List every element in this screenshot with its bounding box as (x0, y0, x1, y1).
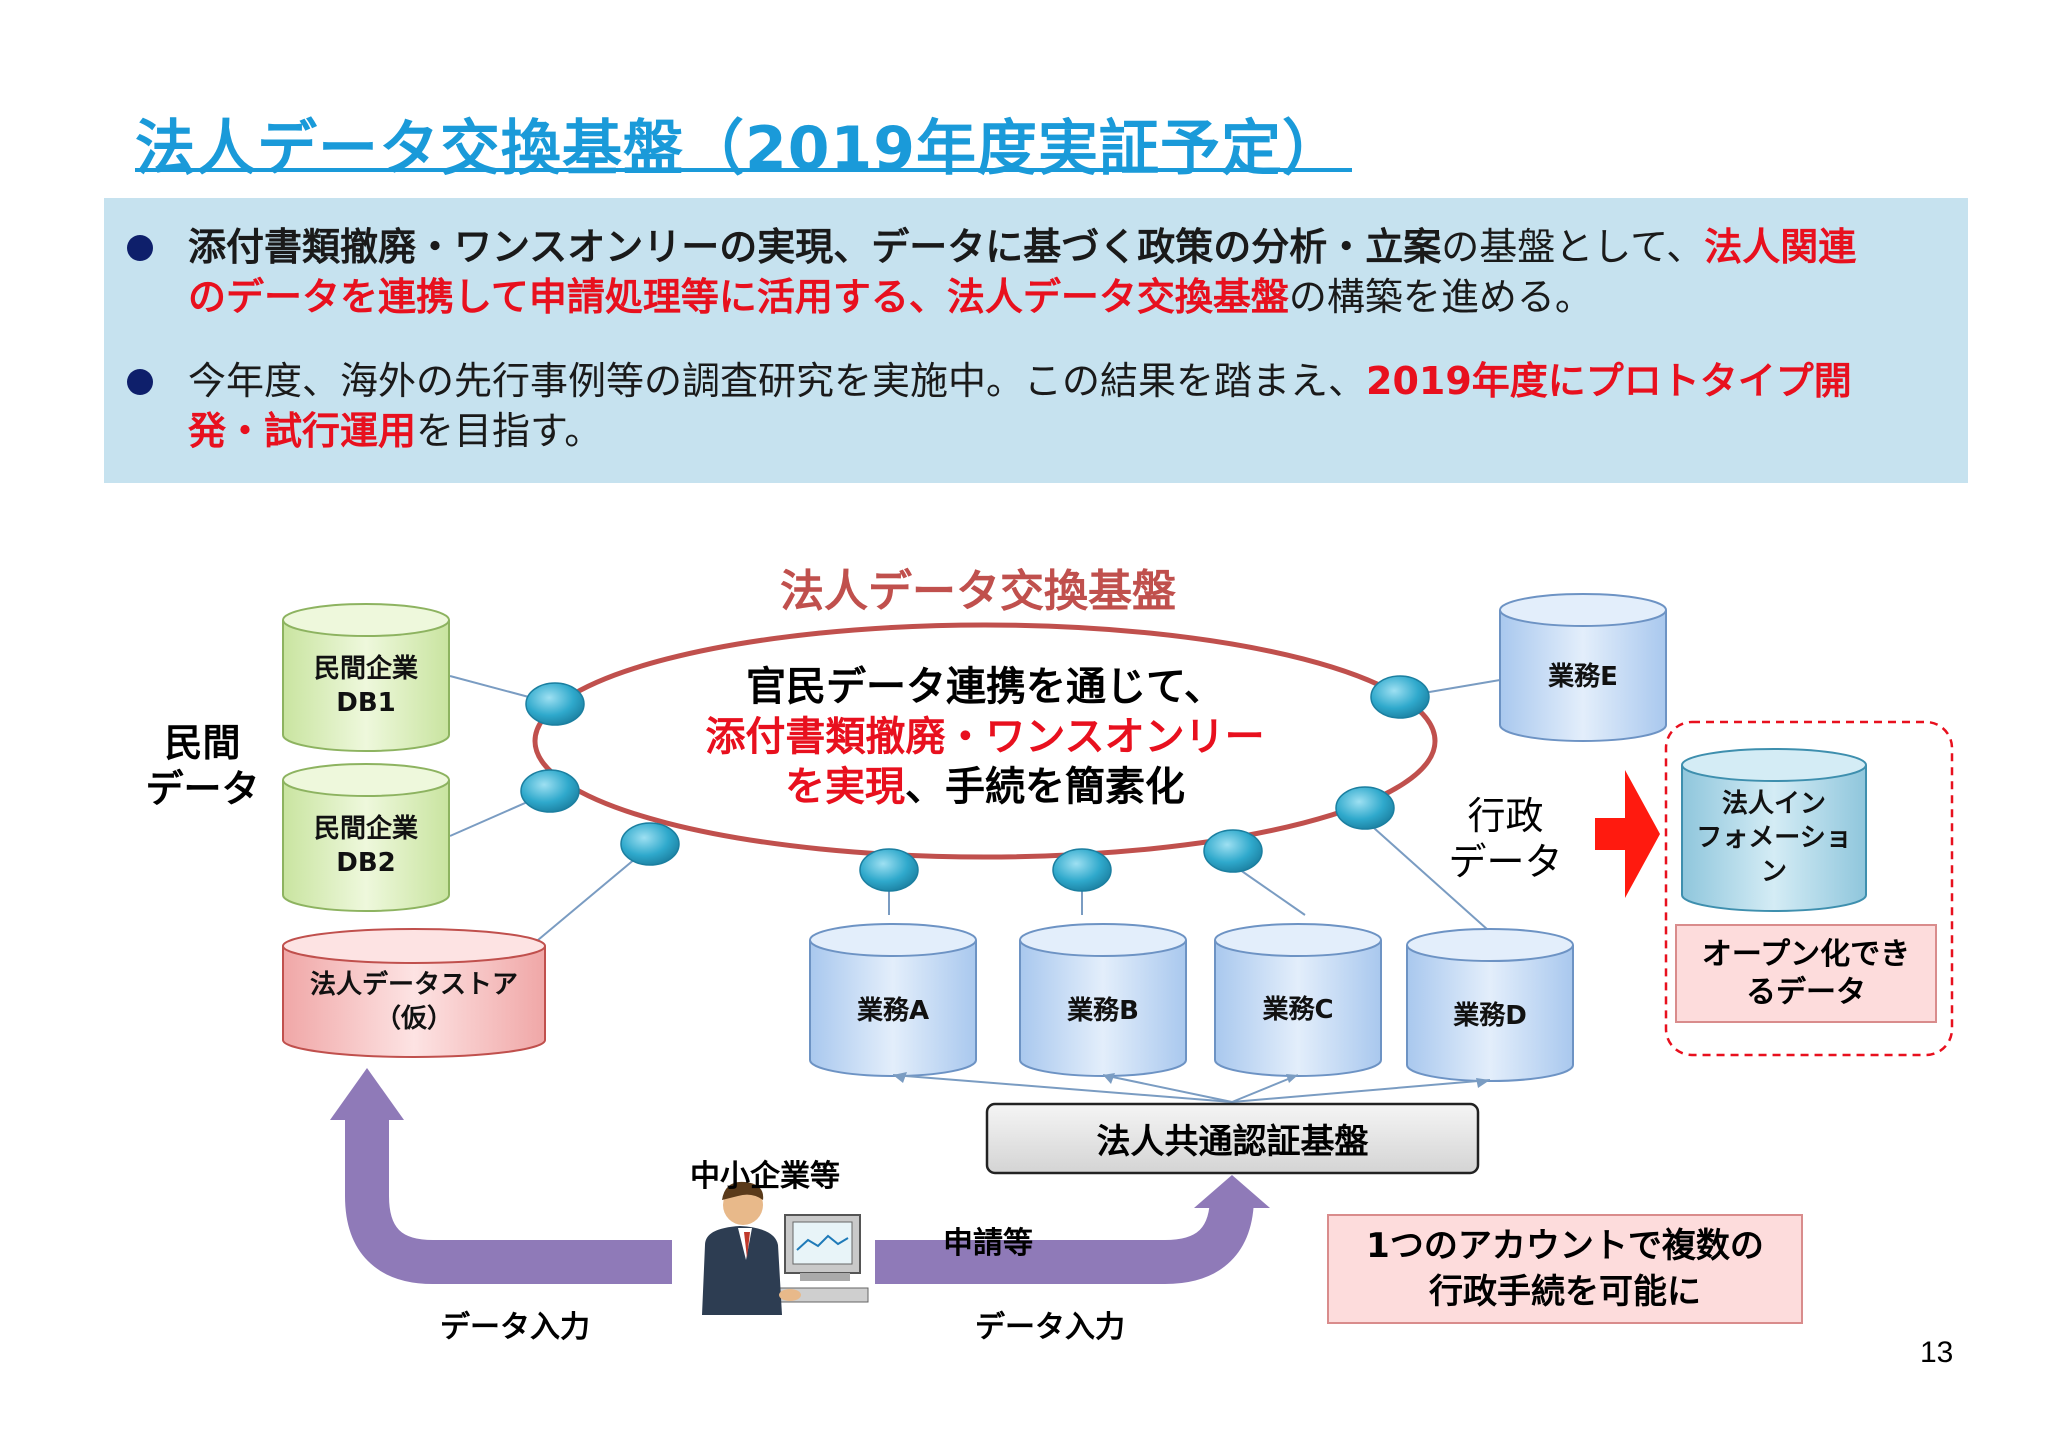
cylinder-db2 (282, 763, 450, 912)
minkan-data-label: 民間 データ (145, 720, 260, 812)
minkan-data-line-1: 民間 (164, 721, 241, 765)
gyomu-a-label: 業務A (856, 996, 930, 1026)
bullet-2-line-2: 発・試行運用を目指す。 (188, 406, 602, 456)
purple-arrow-right (875, 1195, 1254, 1284)
cylinder-store (282, 928, 546, 1058)
page-title: 法人データ交換基盤（2019年度実証予定） (135, 114, 1343, 184)
open-data-line-1: オープン化でき (1701, 936, 1911, 972)
gyomu-e-label: 業務E (1548, 662, 1618, 692)
application-label: 申請等 (943, 1226, 1033, 1261)
bullet-2-seg-2: 2019年度にプロトタイプ開 (1366, 359, 1852, 403)
db2-line-1: 民間企業 (313, 814, 418, 844)
db1-line-1: 民間企業 (313, 654, 418, 684)
platform-title: 法人データ交換基盤 (780, 566, 1176, 617)
store-line-1: 法人データストア (309, 970, 518, 1000)
db2-label: 民間企業 DB2 (283, 812, 449, 880)
summary-panel (104, 198, 1968, 483)
bullet-1-seg-1: 添付書類撤廃・ワンスオンリーの実現、データに基づく政策の分析・立案 (188, 225, 1442, 269)
bullet-1-line-2: のデータを連携して申請処理等に活用する、法人データ交換基盤の構築を進める。 (188, 272, 1593, 322)
bullet-dot-2 (127, 369, 153, 395)
person-computer-icon (702, 1181, 869, 1315)
corp-info-label: 法人イン フォメーショ ン (1682, 787, 1866, 889)
cylinder-gyomu-b (1019, 923, 1187, 1077)
account-box-bg (1327, 1214, 1803, 1324)
bullet-1-seg-3: 法人関連 (1704, 225, 1857, 269)
purple-arrow-left (345, 1119, 672, 1284)
gyomu-b-label: 業務B (1067, 996, 1139, 1026)
cylinder-corp-info (1681, 748, 1867, 912)
bullet-1-seg-2: の基盤として、 (1441, 225, 1705, 269)
cylinder-gyomu-e (1499, 593, 1667, 742)
corp-info-line-1: 法人イン (1721, 789, 1826, 819)
db1-label: 民間企業 DB1 (283, 652, 449, 720)
store-line-2: （仮） (374, 1004, 453, 1034)
bullet-2-seg-4: を目指す。 (416, 409, 603, 453)
data-input-right-label: データ入力 (975, 1310, 1125, 1345)
bullet-2-line-1: 今年度、海外の先行事例等の調査研究を実施中。この結果を踏まえ、2019年度にプロ… (188, 356, 1852, 406)
open-data-box: オープン化でき るデータ (1676, 925, 1936, 1022)
bullet-1-seg-5: の構築を進める。 (1288, 275, 1593, 319)
ellipse-nodes (520, 675, 1430, 892)
page-number: 13 (1920, 1336, 1954, 1369)
open-data-box-bg (1675, 924, 1937, 1023)
corp-info-line-3: ン (1760, 857, 1787, 887)
db1-line-2: DB1 (336, 688, 396, 718)
bullet-2-seg-1: 今年度、海外の先行事例等の調査研究を実施中。この結果を踏まえ、 (188, 359, 1367, 403)
open-data-line-2: るデータ (1745, 974, 1866, 1010)
center-line-1: 官民データ連携を通じて、 (746, 664, 1224, 710)
corp-info-line-2: フォメーショ (1696, 823, 1852, 853)
store-label: 法人データストア （仮） (283, 968, 545, 1036)
gyomu-d-label: 業務D (1453, 1001, 1527, 1031)
auth-connector-lines (892, 1074, 1491, 1103)
red-arrow (1595, 770, 1660, 898)
db2-line-2: DB2 (336, 848, 396, 878)
gyosei-data-line-1: 行政 (1467, 794, 1544, 838)
data-input-left-label: データ入力 (440, 1310, 590, 1345)
account-box: 1つのアカウントで複数の 行政手続を可能に (1328, 1215, 1802, 1323)
bullet-1-seg-4: のデータを連携して申請処理等に活用する、法人データ交換基盤 (188, 275, 1289, 319)
title-underline (135, 168, 1352, 172)
auth-box-bg (985, 1102, 1480, 1175)
minkan-data-line-2: データ (145, 767, 260, 811)
center-line-3-rest: 、手続を簡素化 (905, 764, 1185, 810)
account-line-2: 行政手続を可能に (1428, 1272, 1701, 1312)
bullet-2-seg-3: 発・試行運用 (188, 409, 417, 453)
cylinder-db1 (282, 603, 450, 752)
auth-platform-box: 法人共通認証基盤 (1096, 1122, 1369, 1162)
account-line-1: 1つのアカウントで複数の (1366, 1226, 1764, 1266)
sme-label: 中小企業等 (690, 1159, 840, 1194)
center-line-3-red: を実現 (785, 764, 905, 810)
gyosei-data-line-2: データ (1448, 840, 1563, 884)
bullet-1-line-1: 添付書類撤廃・ワンスオンリーの実現、データに基づく政策の分析・立案の基盤として、… (188, 222, 1856, 272)
platform-ellipse (532, 622, 1438, 860)
bullet-dot-1 (127, 235, 153, 261)
center-line-3: を実現、手続を簡素化 (685, 762, 1285, 812)
gyosei-data-label: 行政 データ (1448, 793, 1563, 885)
center-line-2: 添付書類撤廃・ワンスオンリー (705, 714, 1265, 760)
open-data-frame (1664, 720, 1954, 1057)
gyomu-c-label: 業務C (1262, 995, 1334, 1025)
